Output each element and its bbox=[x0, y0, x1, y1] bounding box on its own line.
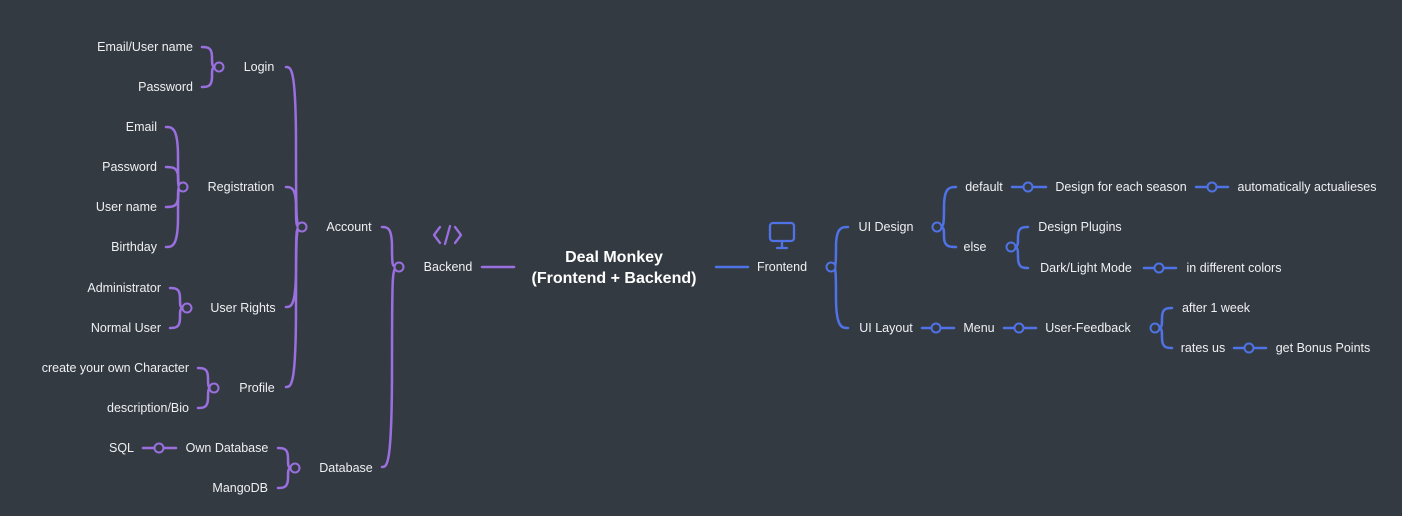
ui-layout-node[interactable]: UI Layout bbox=[859, 321, 913, 335]
else-node[interactable]: else bbox=[963, 240, 987, 254]
frontend-bracket bbox=[829, 225, 850, 330]
root-subtitle: (Frontend + Backend) bbox=[531, 270, 697, 287]
mangodb-node[interactable]: MangoDB bbox=[212, 481, 268, 495]
registration-node[interactable]: Registration bbox=[207, 180, 275, 194]
account-knob bbox=[296, 221, 308, 233]
backend-node[interactable]: Backend bbox=[423, 260, 473, 274]
account-bracket bbox=[284, 65, 304, 389]
user-rights-item-admin[interactable]: Administrator bbox=[87, 281, 161, 295]
default-knob bbox=[1022, 181, 1034, 193]
monitor-icon bbox=[768, 221, 796, 243]
dark-light-knob bbox=[1153, 262, 1165, 274]
profile-node[interactable]: Profile bbox=[239, 381, 275, 395]
monitor-stand bbox=[775, 239, 789, 250]
account-node[interactable]: Account bbox=[326, 220, 372, 234]
ui-design-node[interactable]: UI Design bbox=[858, 220, 914, 234]
rates-us-knob bbox=[1243, 342, 1255, 354]
registration-item-password[interactable]: Password bbox=[102, 160, 157, 174]
database-knob bbox=[289, 462, 301, 474]
login-knob bbox=[213, 61, 225, 73]
after-1-week-node[interactable]: after 1 week bbox=[1181, 301, 1251, 315]
default-node[interactable]: default bbox=[965, 180, 1003, 194]
registration-bracket bbox=[164, 125, 185, 249]
ui-design-knob bbox=[931, 221, 943, 233]
profile-item-bio[interactable]: description/Bio bbox=[107, 401, 189, 415]
registration-knob bbox=[177, 181, 189, 193]
dark-light-mode-node[interactable]: Dark/Light Mode bbox=[1040, 261, 1132, 275]
frontend-knob bbox=[825, 261, 837, 273]
ui-design-bracket bbox=[935, 185, 958, 249]
registration-item-birthday[interactable]: Birthday bbox=[111, 240, 157, 254]
profile-knob bbox=[208, 382, 220, 394]
login-item-password[interactable]: Password bbox=[138, 80, 193, 94]
user-rights-item-normal[interactable]: Normal User bbox=[90, 321, 161, 335]
user-feedback-node[interactable]: User-Feedback bbox=[1045, 321, 1131, 335]
root-node[interactable]: Deal Monkey (Frontend + Backend) bbox=[504, 247, 724, 289]
user-feedback-knob bbox=[1149, 322, 1161, 334]
own-database-node[interactable]: Own Database bbox=[185, 441, 269, 455]
user-rights-node[interactable]: User Rights bbox=[210, 301, 276, 315]
menu-node[interactable]: Menu bbox=[963, 321, 995, 335]
own-database-knob bbox=[153, 442, 165, 454]
design-each-season-node[interactable]: Design for each season bbox=[1055, 180, 1187, 194]
bonus-points-node[interactable]: get Bonus Points bbox=[1275, 341, 1371, 355]
design-plugins-node[interactable]: Design Plugins bbox=[1038, 220, 1122, 234]
ui-layout-knob bbox=[930, 322, 942, 334]
backend-knob bbox=[393, 261, 405, 273]
menu-knob bbox=[1013, 322, 1025, 334]
login-node[interactable]: Login bbox=[243, 60, 275, 74]
different-colors-node[interactable]: in different colors bbox=[1186, 261, 1282, 275]
code-icon bbox=[432, 224, 463, 246]
database-node[interactable]: Database bbox=[319, 461, 373, 475]
profile-item-character[interactable]: create your own Character bbox=[41, 361, 189, 375]
rates-us-node[interactable]: rates us bbox=[1180, 341, 1226, 355]
registration-item-email[interactable]: Email bbox=[125, 120, 157, 134]
auto-actualises-node[interactable]: automatically actualieses bbox=[1237, 180, 1377, 194]
sql-node[interactable]: SQL bbox=[108, 441, 134, 455]
login-item-email[interactable]: Email/User name bbox=[97, 40, 193, 54]
user-rights-knob bbox=[181, 302, 193, 314]
root-title: Deal Monkey bbox=[565, 249, 663, 266]
else-knob bbox=[1005, 241, 1017, 253]
registration-item-username[interactable]: User name bbox=[95, 200, 157, 214]
frontend-node[interactable]: Frontend bbox=[756, 260, 808, 274]
season-knob bbox=[1206, 181, 1218, 193]
